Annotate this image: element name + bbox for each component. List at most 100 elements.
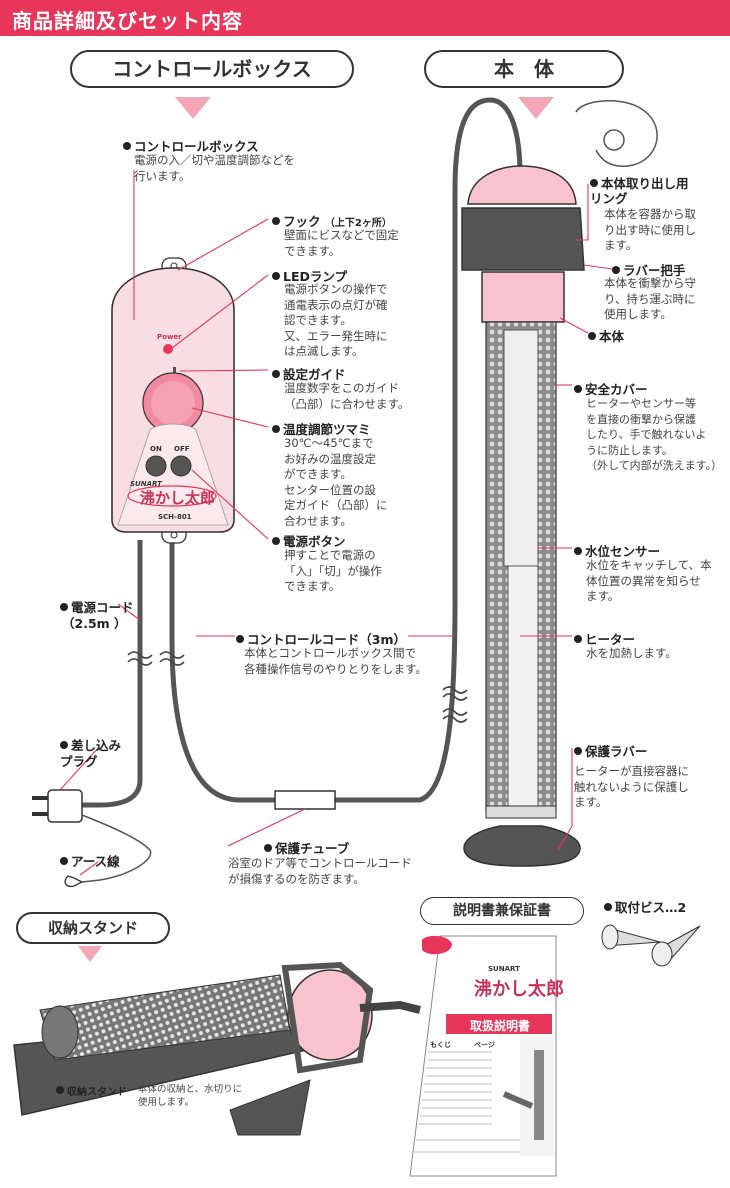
bullet-icon bbox=[272, 272, 280, 280]
header-bar: 商品詳細及びセット内容 bbox=[0, 0, 730, 36]
bullet-icon bbox=[264, 844, 272, 852]
section-manual: 説明書兼保証書 bbox=[420, 897, 584, 925]
manual-toc: もくじ bbox=[430, 1041, 451, 1049]
label-title: ラバー把手 bbox=[623, 263, 686, 278]
manual-logo: 沸かし太郎 bbox=[474, 979, 564, 1000]
label-stand: 収納スタンド bbox=[56, 1083, 127, 1098]
section-body-label: 本 体 bbox=[494, 57, 554, 81]
label-power-cord: 電源コード bbox=[60, 597, 134, 616]
bullet-icon bbox=[60, 741, 68, 749]
cord-break-mark bbox=[127, 651, 468, 723]
label-control-box: コントロールボックス bbox=[123, 136, 259, 155]
bullet-icon bbox=[612, 266, 620, 274]
bullet-icon bbox=[56, 1086, 64, 1094]
bullet-icon bbox=[590, 179, 598, 187]
label-title: 保護チューブ bbox=[275, 841, 350, 856]
label-hook: フック （上下2ヶ所） bbox=[272, 211, 392, 230]
label-title: 保護ラバー bbox=[585, 744, 648, 759]
label-rubber: 保護ラバー bbox=[574, 741, 647, 760]
desc-hook: 壁面にビスなどで固定 できます。 bbox=[284, 228, 399, 258]
label-title: 設定ガイド bbox=[283, 367, 346, 382]
bullet-icon bbox=[604, 903, 612, 911]
section-control-box-label: コントロールボックス bbox=[112, 57, 312, 81]
bullet-icon bbox=[272, 537, 280, 545]
desc-tube: 浴室のドア等でコントロールコード が損傷するのを防ぎます。 bbox=[228, 856, 412, 886]
page-title: 商品詳細及びセット内容 bbox=[12, 9, 243, 33]
device-brand: SUNART bbox=[130, 480, 162, 488]
label-knob: 温度調節ツマミ bbox=[272, 419, 371, 438]
label-title: 水位センサー bbox=[585, 544, 661, 559]
label-power-button: 電源ボタン bbox=[272, 531, 346, 550]
label-grip: ラバー把手 bbox=[612, 260, 685, 279]
desc-sensor: 水位をキャッチして、本 体位置の異常を知らせ ます。 bbox=[586, 558, 712, 603]
leader-lines bbox=[59, 170, 613, 876]
label-title: ヒーター bbox=[585, 632, 636, 647]
storage-stand bbox=[13, 961, 421, 1136]
plug bbox=[32, 789, 83, 823]
heater-body bbox=[461, 100, 658, 867]
desc-ring: 本体を容器から取 り出す時に使用し ます。 bbox=[604, 207, 696, 252]
desc-heater: 水を加熱します。 bbox=[586, 646, 677, 660]
label-sensor: 水位センサー bbox=[574, 541, 660, 560]
pointer-triangle bbox=[175, 97, 211, 119]
label-power-cord-length: （2.5m ） bbox=[62, 616, 127, 631]
label-title: 温度調節ツマミ bbox=[283, 422, 371, 437]
label-title: コントロールボックス bbox=[134, 139, 259, 154]
desc-grip: 本体を衝撃から守 り、持ち運ぶ時に 使用します。 bbox=[604, 276, 696, 321]
on-button-label: ON bbox=[150, 445, 162, 453]
protective-tube bbox=[274, 790, 336, 810]
label-title: 電源コード bbox=[71, 600, 134, 615]
earth-terminal bbox=[64, 875, 84, 888]
bullet-icon bbox=[574, 635, 582, 643]
section-stand-label: 収納スタンド bbox=[47, 919, 138, 937]
manual-title: 取扱説明書 bbox=[470, 1019, 531, 1033]
desc-cover: ヒーターやセンサー等 を直接の衝撃から保護 したり、手で触れないよ うに防止しま… bbox=[586, 397, 723, 472]
bullet-icon bbox=[123, 142, 131, 150]
section-control-box: コントロールボックス bbox=[70, 50, 354, 88]
label-title: 電源ボタン bbox=[283, 534, 346, 549]
desc-stand: 本体の収納と、水切りに 使用します。 bbox=[138, 1084, 243, 1108]
manual-brand: SUNART bbox=[488, 965, 520, 973]
manual-page-col: ページ bbox=[474, 1041, 495, 1049]
label-ring: 本体取り出し用 リング bbox=[590, 176, 689, 206]
desc-control-box: 電源の入／切や温度調節などを 行います。 bbox=[134, 153, 295, 183]
label-title: 本体 bbox=[599, 329, 625, 344]
label-cover: 安全カバー bbox=[574, 379, 648, 398]
label-title: 差し込み プラグ bbox=[60, 738, 122, 769]
bullet-icon bbox=[272, 217, 280, 225]
label-note: （上下2ヶ所） bbox=[324, 218, 392, 229]
desc-guide: 温度数字をこのガイド （凸部）に合わせます。 bbox=[284, 381, 410, 411]
label-title: コントロールコード（3m） bbox=[247, 632, 406, 647]
label-guide: 設定ガイド bbox=[272, 364, 346, 383]
bullet-icon bbox=[588, 332, 596, 340]
device-model: SCH-801 bbox=[158, 513, 192, 521]
desc-led: 電源ボタンの操作で 通電表示の点灯が確 認できます。 又、エラー発生時に は点滅… bbox=[284, 282, 388, 358]
earth-wire bbox=[81, 814, 152, 883]
label-main-body: 本体 bbox=[588, 326, 624, 345]
label-screws: 取付ビス…2 bbox=[604, 897, 686, 916]
label-led: LEDランプ bbox=[272, 266, 347, 285]
label-heater: ヒーター bbox=[574, 629, 635, 648]
label-title: 本体取り出し用 リング bbox=[590, 176, 689, 206]
bullet-icon bbox=[272, 370, 280, 378]
bullet-icon bbox=[574, 547, 582, 555]
mounting-screws bbox=[601, 924, 701, 967]
bullet-icon bbox=[574, 385, 582, 393]
section-stand: 収納スタンド bbox=[16, 912, 170, 944]
label-title: 収納スタンド bbox=[67, 1087, 127, 1098]
label-title: LEDランプ bbox=[283, 269, 348, 284]
section-manual-label: 説明書兼保証書 bbox=[453, 903, 551, 919]
label-control-cord: コントロールコード（3m） bbox=[236, 629, 406, 648]
power-led-label: Power bbox=[157, 333, 182, 341]
label-tube: 保護チューブ bbox=[264, 838, 349, 857]
desc-control-cord: 本体とコントロールボックス間で 各種操作信号のやりとりをします。 bbox=[244, 646, 427, 676]
bullet-icon bbox=[60, 603, 68, 611]
desc-power-button: 押すことで電源の 「入」「切」が操作 できます。 bbox=[284, 548, 382, 593]
pointer-triangle bbox=[78, 946, 102, 962]
pointer-triangle bbox=[518, 97, 554, 119]
label-title: 取付ビス…2 bbox=[615, 900, 687, 915]
desc-rubber: ヒーターが直接容器に 触れないように保護し ます。 bbox=[574, 764, 689, 809]
label-earth: アース線 bbox=[60, 851, 120, 870]
device-logo: 沸かし太郎 bbox=[140, 489, 216, 507]
